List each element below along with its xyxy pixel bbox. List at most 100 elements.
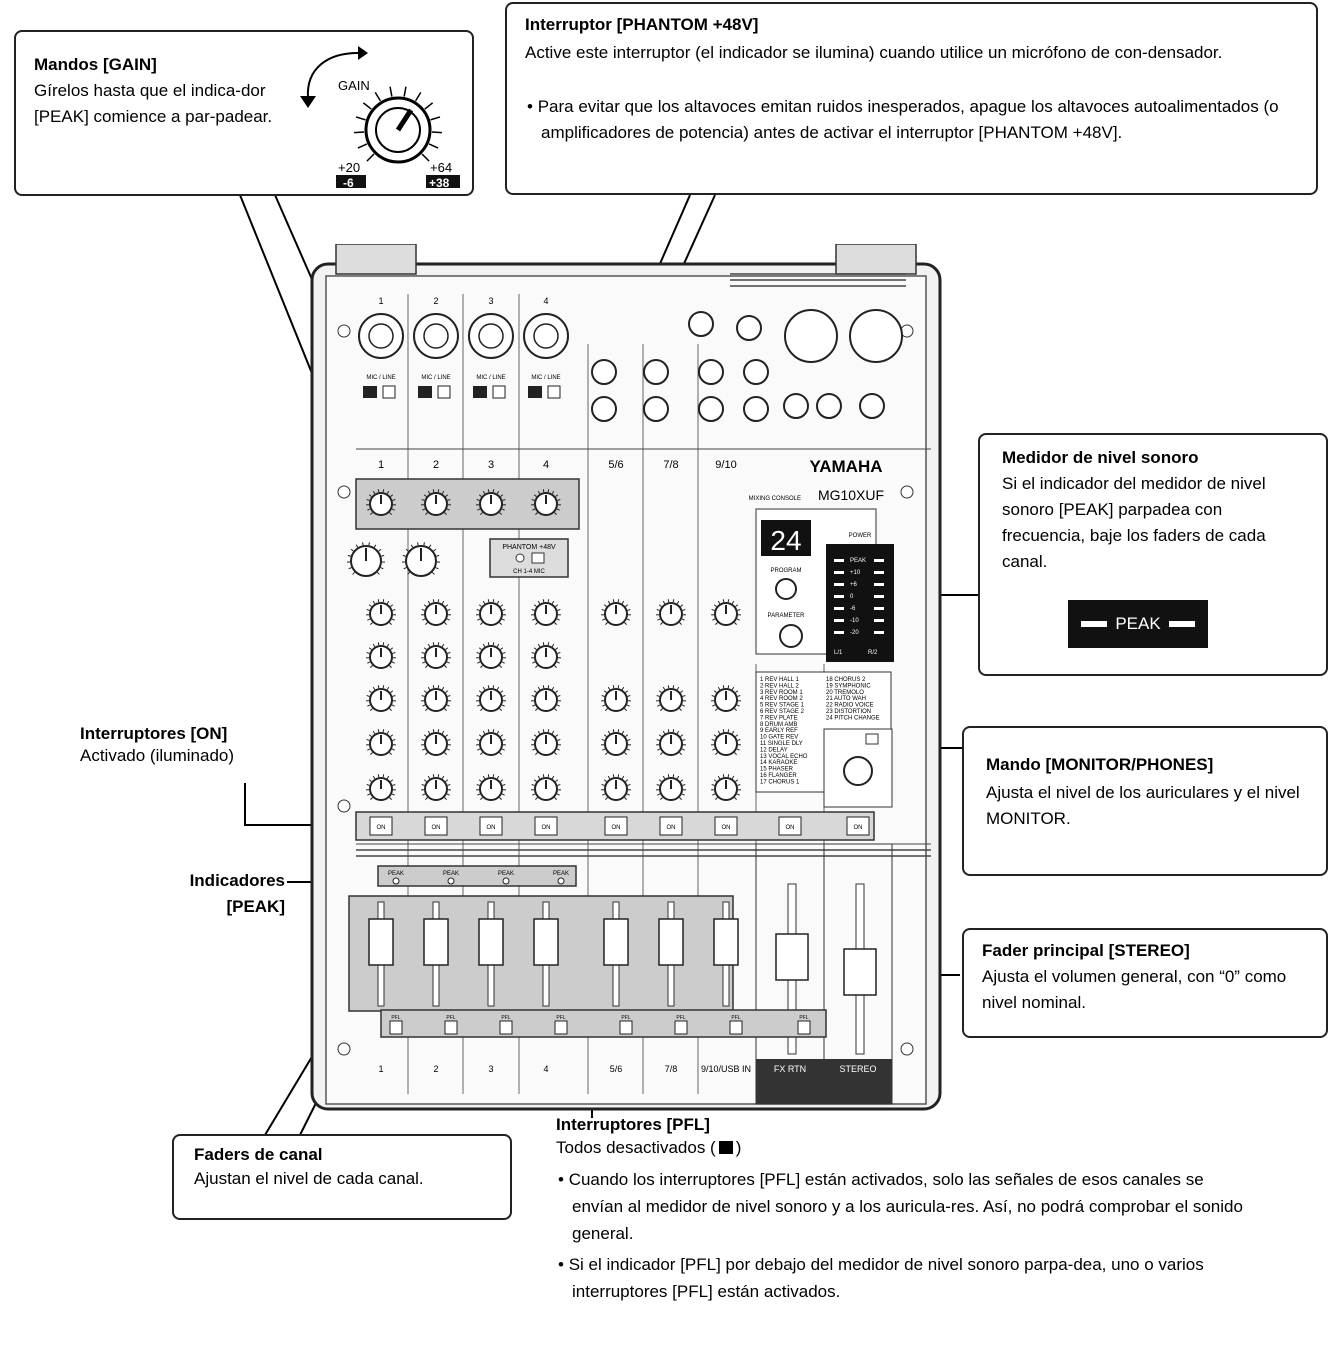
pfl-block: Interruptores [PFL] Todos desactivados (… (556, 1114, 1256, 1305)
pfl-off-icon (718, 1141, 733, 1154)
gain-max-top: +64 (430, 160, 452, 175)
peak-sample-label: PEAK (1115, 614, 1161, 633)
phantom-title: Interruptor [PHANTOM +48V] (525, 15, 759, 34)
on-button-label: ON (854, 825, 863, 831)
fxrtn-label-bg (756, 1059, 824, 1104)
channel-fader-knob (423, 918, 449, 966)
channel-knob (475, 685, 507, 712)
meter-segment (834, 619, 844, 622)
effect-item: 19 SYMPHONIC (826, 683, 871, 689)
channel-knob (710, 599, 742, 626)
bottom-channel-label: 3 (488, 1064, 493, 1074)
channel-knob (600, 774, 632, 801)
gain-knob-label: GAIN (338, 78, 370, 93)
pfl-bullet-2-text: Si el indicador [PFL] por debajo del med… (568, 1255, 1204, 1301)
program-label: PROGRAM (770, 568, 801, 574)
channel-knob (600, 599, 632, 626)
channel-knob (475, 642, 507, 669)
program-display-value: 24 (770, 525, 801, 556)
bottom-channel-label: 9/10/USB IN (701, 1064, 751, 1074)
channel-label: 3 (488, 459, 494, 471)
on-button (534, 816, 558, 836)
effect-item: 7 REV PLATE (760, 715, 798, 721)
channel-knob (710, 729, 742, 756)
phantom-bullet-text: Para evitar que los altavoces emitan rui… (537, 97, 1279, 142)
monitor-callout: Mando [MONITOR/PHONES] Ajusta el nivel d… (962, 726, 1328, 876)
gain-tick (389, 86, 393, 97)
screw (900, 1042, 914, 1056)
gain-tick (366, 153, 375, 162)
peak-led-label: PEAK (443, 871, 459, 877)
meter-lr-label: R/2 (868, 650, 878, 656)
peak-led-label: PEAK (498, 871, 514, 877)
channel-knob (420, 599, 452, 626)
faders-title: Faders de canal (194, 1145, 323, 1164)
meter-segment (834, 595, 844, 598)
stereo-fader-knob (843, 948, 877, 996)
mic-line-label: MIC / LINE (421, 375, 450, 381)
on-button (778, 816, 802, 836)
comp-knob (347, 542, 385, 577)
gain-tick (430, 116, 441, 121)
level-meter (826, 544, 894, 662)
mic-input-jack (423, 323, 449, 349)
on-button (424, 816, 448, 836)
gain-tick (424, 102, 434, 110)
bottom-channel-label: FX RTN (774, 1064, 806, 1074)
on-button-label: ON (722, 825, 731, 831)
pfl-label: PFL (391, 1015, 400, 1021)
effect-item: 4 REV ROOM 2 (760, 696, 803, 702)
channel-knob (600, 685, 632, 712)
meter-segment (874, 583, 884, 586)
effect-item: 22 RADIO VOICE (826, 703, 874, 709)
channel-fader-knob (713, 918, 739, 966)
on-button (479, 816, 503, 836)
pfl-button (389, 1020, 403, 1035)
effect-item: 6 REV STAGE 2 (760, 709, 805, 715)
effect-item: 1 REV HALL 1 (760, 677, 799, 683)
hpf-switch (437, 385, 451, 399)
on-button (604, 816, 628, 836)
meter-scale-label: -20 (850, 630, 859, 636)
gain-knob (530, 489, 562, 516)
gain-tick (403, 86, 407, 97)
on-button-label: ON (612, 825, 621, 831)
peak-led (557, 877, 565, 885)
gain-min-bot: -6 (343, 176, 354, 188)
power-label: POWER (849, 533, 872, 539)
channel-label: 4 (543, 459, 549, 471)
stereo-label-bg (824, 1059, 892, 1104)
screw (337, 485, 351, 499)
program-knob (775, 578, 797, 600)
monitor-phones-knob (843, 756, 873, 786)
channel-fader-knob (658, 918, 684, 966)
meter-scale-label: +10 (850, 570, 861, 576)
meter-segment (874, 595, 884, 598)
effect-item: 2 REV HALL 2 (760, 683, 799, 689)
channel-knob (655, 774, 687, 801)
meter-text: Si el indicador del medidor de nivel son… (1002, 474, 1266, 571)
pfl-text-after: ) (735, 1138, 742, 1157)
pfl-button (619, 1020, 633, 1035)
gain-tick (354, 131, 365, 134)
channel-label: 2 (433, 459, 439, 471)
brand-text: YAMAHA (809, 457, 882, 476)
channel-knob (365, 774, 397, 801)
gain-knob-diagram: GAIN +20 -6 +64 +38 (300, 46, 460, 188)
meter-segment (874, 559, 884, 562)
channel-knob (530, 685, 562, 712)
screw (337, 324, 351, 338)
effect-item: 15 PHASER (760, 767, 794, 773)
pad-switch (418, 386, 432, 398)
phantom-panel-sub: CH 1-4 MIC (513, 569, 545, 575)
bottom-channel-label: 1 (378, 1064, 383, 1074)
channel-label: 9/10 (715, 459, 736, 471)
fxrtn-fader-knob (775, 933, 809, 981)
effect-item: 3 REV ROOM 1 (760, 690, 803, 696)
channel-knob (365, 685, 397, 712)
model-text: MG10XUF (818, 487, 884, 503)
effect-item: 16 FLANGER (760, 773, 797, 779)
pad-switch (528, 386, 542, 398)
mic-line-label: MIC / LINE (366, 375, 395, 381)
